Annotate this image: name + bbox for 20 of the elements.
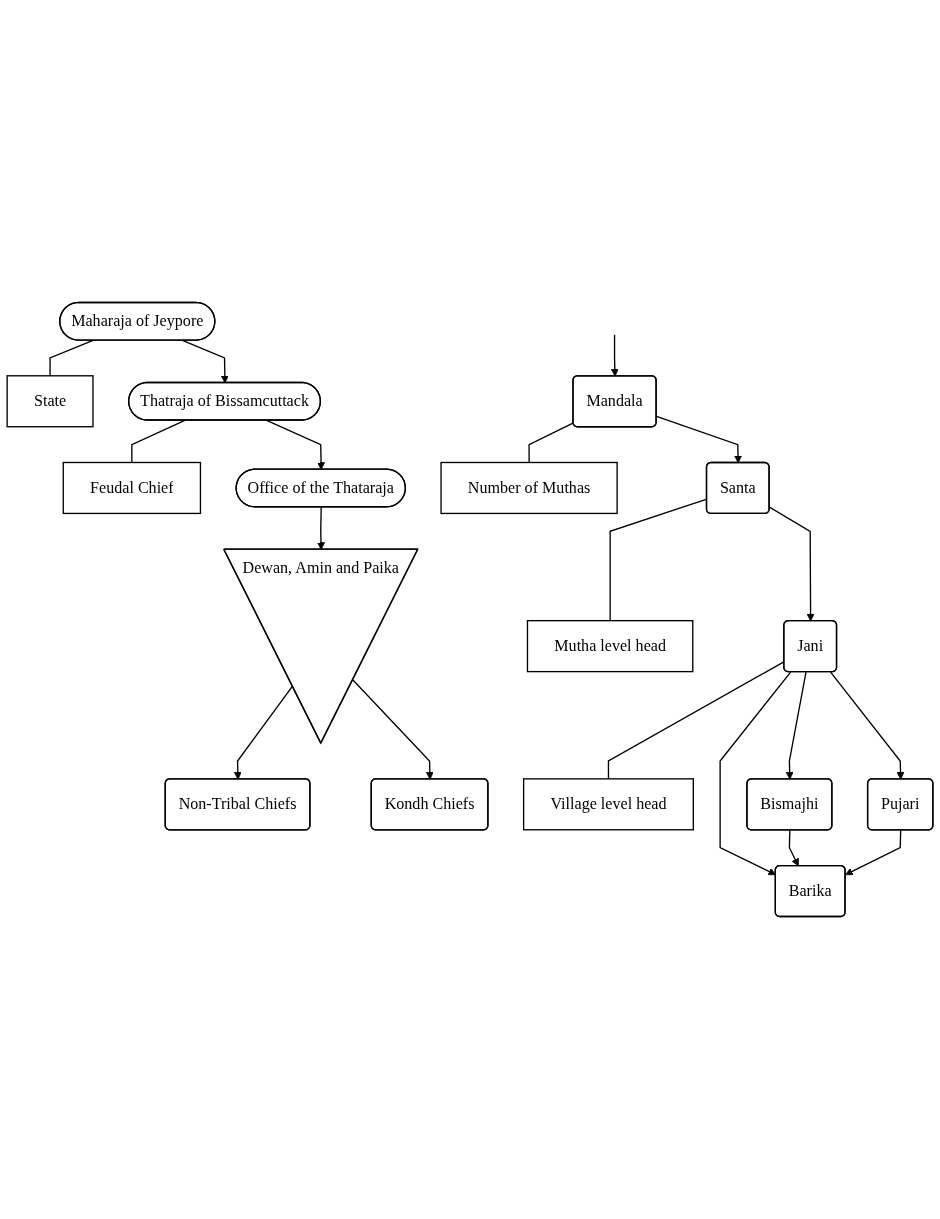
- arrow: [768, 506, 815, 622]
- connector: [528, 422, 575, 464]
- node-box: Number of Muthas: [440, 461, 618, 515]
- arrow: [181, 339, 229, 384]
- arrow: [845, 829, 902, 876]
- arrow: [788, 829, 799, 867]
- arrow: [829, 671, 905, 780]
- arrow: [265, 419, 325, 470]
- arrow: [719, 671, 792, 876]
- arrow: [317, 506, 325, 550]
- connector: [49, 339, 94, 377]
- arrow: [233, 685, 294, 780]
- arrow: [785, 671, 807, 780]
- node-box: Feudal Chief: [62, 461, 202, 515]
- connector: [131, 419, 186, 464]
- node-box: Village level head: [522, 778, 694, 831]
- node-box: State: [6, 375, 94, 428]
- node-box: Mutha level head: [526, 620, 694, 673]
- arrow: [610, 334, 619, 377]
- arrow: [352, 679, 434, 780]
